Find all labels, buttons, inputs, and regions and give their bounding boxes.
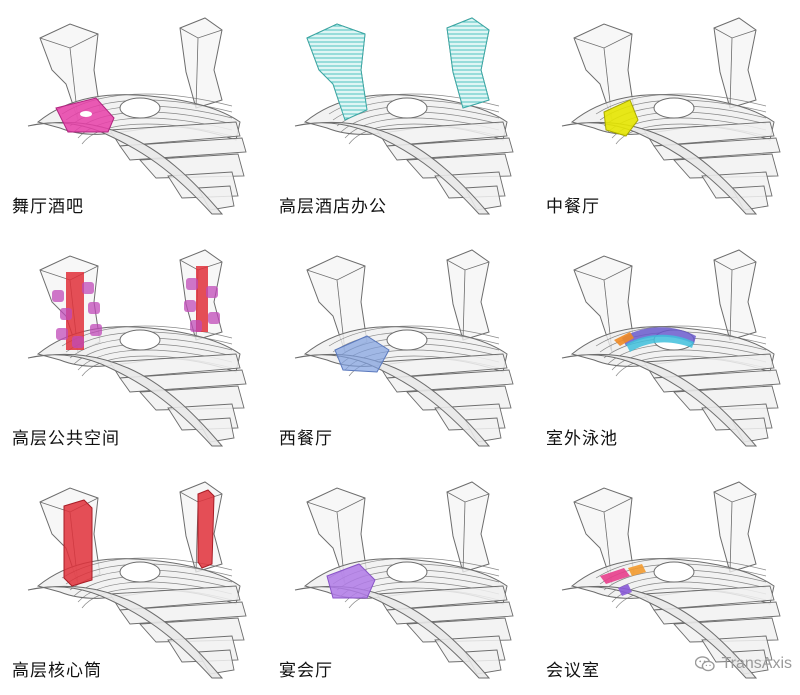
building-massing [28,250,246,446]
building-massing [562,18,780,214]
panel-label: 室外泳池 [546,424,618,449]
right-tower [714,18,756,108]
panel-label: 宴会厅 [279,656,333,681]
panel-label: 中餐厅 [546,192,600,217]
building-massing [295,250,513,446]
right-tower [714,250,756,340]
panel-highrise-public-space: 高层公共空间 [0,232,266,463]
panel-label: 会议室 [546,656,600,681]
panel-label: 高层酒店办公 [279,192,387,217]
right-tower [180,18,222,108]
panel-label: 舞厅酒吧 [12,192,84,217]
panel-label: 高层公共空间 [12,424,120,449]
right-tower [447,482,489,572]
building-massing [562,482,780,678]
panel-label: 高层核心筒 [12,656,102,681]
wechat-icon [695,656,715,672]
panel-outdoor-pool: 室外泳池 [534,232,800,463]
right-tower [447,250,489,340]
building-massing [562,250,780,446]
panel-highrise-hotel-office: 高层酒店办公 [267,0,533,231]
panel-dance-bar: 舞厅酒吧 [0,0,266,231]
watermark-text: TransAxis [721,655,792,673]
panel-banquet-hall: 宴会厅 [267,464,533,695]
panel-label: 西餐厅 [279,424,333,449]
panel-chinese-restaurant: 中餐厅 [534,0,800,231]
right-tower [714,482,756,572]
panel-highrise-core: 高层核心筒 [0,464,266,695]
watermark: TransAxis [695,655,792,673]
panel-western-restaurant: 西餐厅 [267,232,533,463]
